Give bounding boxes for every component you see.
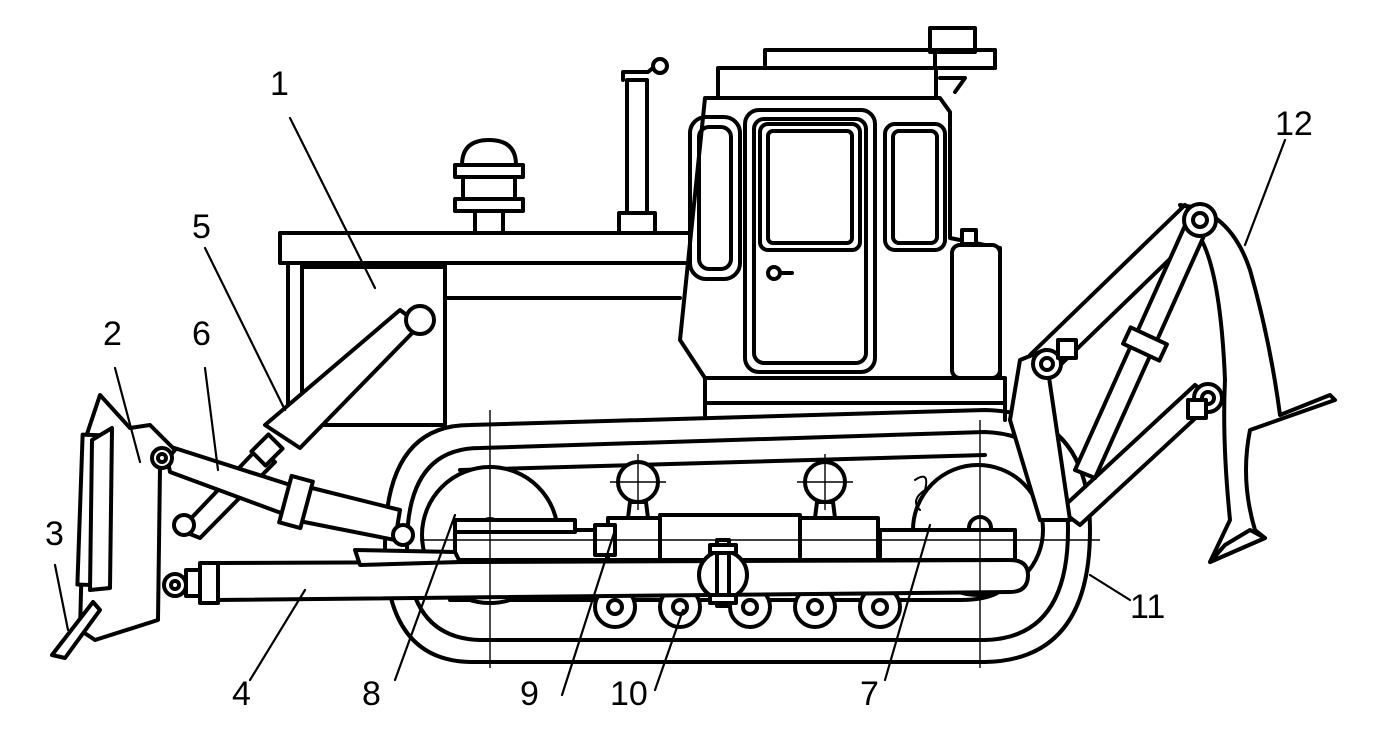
center-lines — [420, 410, 1100, 668]
label-8: 8 — [362, 675, 381, 713]
dozer-blade — [50, 393, 177, 660]
label-1: 1 — [270, 65, 289, 103]
tilt-cylinder — [163, 443, 462, 567]
label-11: 11 — [1130, 588, 1165, 626]
ripper — [1008, 202, 1337, 564]
label-9: 9 — [520, 675, 539, 713]
label-6: 6 — [192, 315, 211, 353]
label-10: 10 — [610, 675, 648, 713]
callout-labels: 1 2 3 4 5 6 7 8 9 10 11 12 — [45, 65, 1313, 713]
label-7: 7 — [860, 675, 879, 713]
label-4: 4 — [232, 675, 251, 713]
label-3: 3 — [45, 515, 64, 553]
label-5: 5 — [192, 208, 211, 246]
label-12: 12 — [1275, 105, 1313, 143]
push-frame — [162, 538, 1030, 608]
exhaust-pipe — [617, 57, 669, 235]
leader-lines — [53, 116, 1287, 697]
engine-hood — [278, 231, 692, 427]
carrier-roller-1 — [610, 454, 666, 520]
air-precleaner — [453, 138, 525, 235]
operator-cab — [678, 26, 1007, 422]
label-2: 2 — [103, 315, 122, 353]
carrier-roller-2 — [797, 454, 853, 520]
